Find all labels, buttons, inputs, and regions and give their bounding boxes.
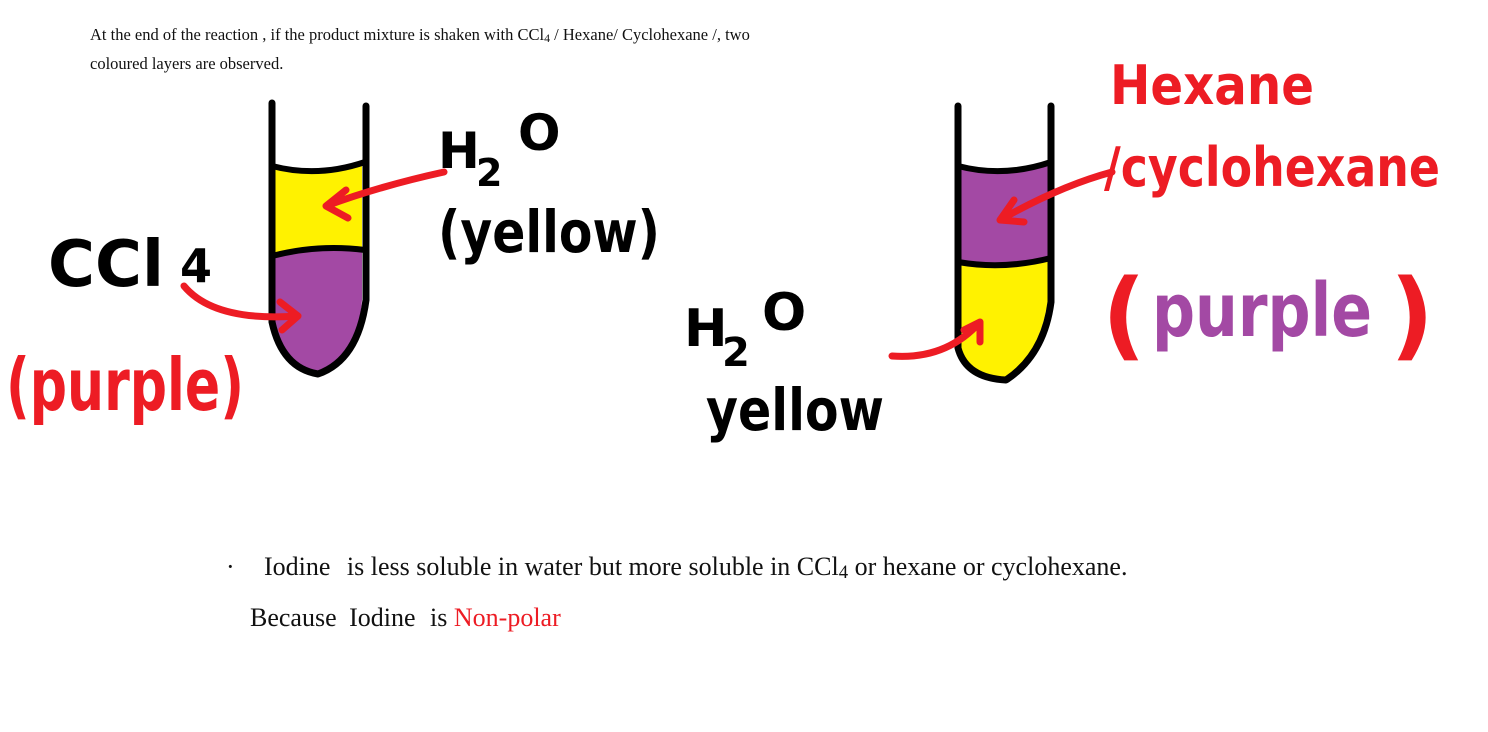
intro-text: At the end of the reaction , if the prod… [90, 22, 930, 76]
right-tube-outline [954, 102, 1055, 384]
svg-text:H: H [684, 299, 728, 359]
intro-line-2: coloured layers are observed. [90, 53, 284, 73]
right-hexane-label: Hexane /cyclohexane ( purple ) [1102, 54, 1440, 371]
right-hexane-arrow [996, 168, 1116, 226]
svg-text:/cyclohexane: /cyclohexane [1104, 136, 1440, 199]
right-tube-interface [955, 255, 1054, 269]
right-water-label: H 2 O yellow [684, 283, 884, 444]
left-tube-bottom-layer [272, 248, 362, 372]
left-tube-meniscus [269, 159, 368, 175]
right-water-arrow [888, 318, 984, 360]
left-ccl4-label: CCl 4 (purple) [6, 228, 244, 427]
left-tube-outline [268, 99, 370, 378]
svg-text:Hexane: Hexane [1110, 54, 1314, 117]
left-test-tube [268, 99, 370, 378]
svg-text:O: O [518, 104, 561, 162]
svg-text:(: ( [1102, 259, 1146, 371]
svg-text:): ) [1390, 259, 1434, 371]
svg-text:(purple): (purple) [6, 343, 244, 427]
left-ccl4-arrow [180, 282, 302, 334]
svg-text:2: 2 [476, 151, 502, 195]
left-water-label: H 2 O (yellow) [438, 104, 660, 266]
right-tube-bottom-layer [958, 260, 1048, 378]
right-test-tube [954, 102, 1055, 384]
svg-text:O: O [762, 283, 806, 343]
svg-text:yellow: yellow [706, 376, 884, 444]
svg-text:purple: purple [1152, 268, 1372, 354]
left-water-arrow [322, 168, 448, 222]
right-tube-meniscus [955, 159, 1054, 175]
intro-line-1: At the end of the reaction , if the prod… [90, 25, 750, 45]
svg-text:CCl: CCl [48, 228, 164, 302]
svg-text:2: 2 [722, 330, 750, 376]
left-tube-top-layer [272, 164, 362, 255]
left-tube-interface [269, 245, 368, 259]
svg-text:(yellow): (yellow) [438, 198, 660, 266]
